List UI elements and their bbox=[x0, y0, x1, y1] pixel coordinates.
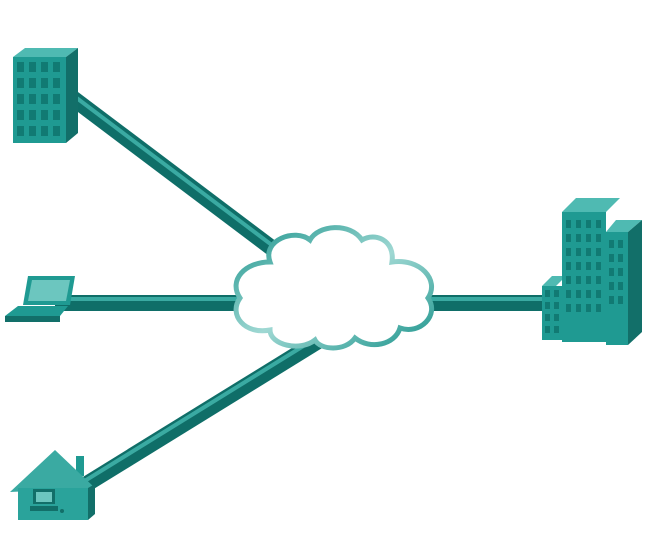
link-branch-office bbox=[65, 89, 290, 265]
cloud-icon bbox=[233, 225, 435, 351]
link-home-office bbox=[80, 333, 325, 492]
house-icon bbox=[10, 450, 95, 520]
link-headquarters bbox=[425, 295, 550, 311]
office-building-icon bbox=[13, 48, 78, 143]
link-mobile-user bbox=[55, 295, 245, 311]
laptop-icon bbox=[5, 276, 75, 322]
campus-buildings-icon bbox=[542, 198, 642, 345]
